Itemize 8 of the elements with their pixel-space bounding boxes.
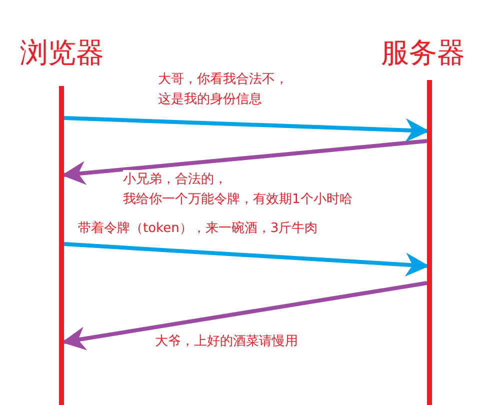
message-arrow xyxy=(64,242,430,277)
message-arrow xyxy=(64,116,430,142)
lifeline-bar xyxy=(427,80,432,405)
message-arrow xyxy=(62,281,428,350)
message-arrow xyxy=(62,139,428,185)
lifeline-title: 浏览器 xyxy=(20,36,106,70)
lifeline-bar xyxy=(59,86,64,405)
lifeline-title: 服务器 xyxy=(381,36,467,70)
